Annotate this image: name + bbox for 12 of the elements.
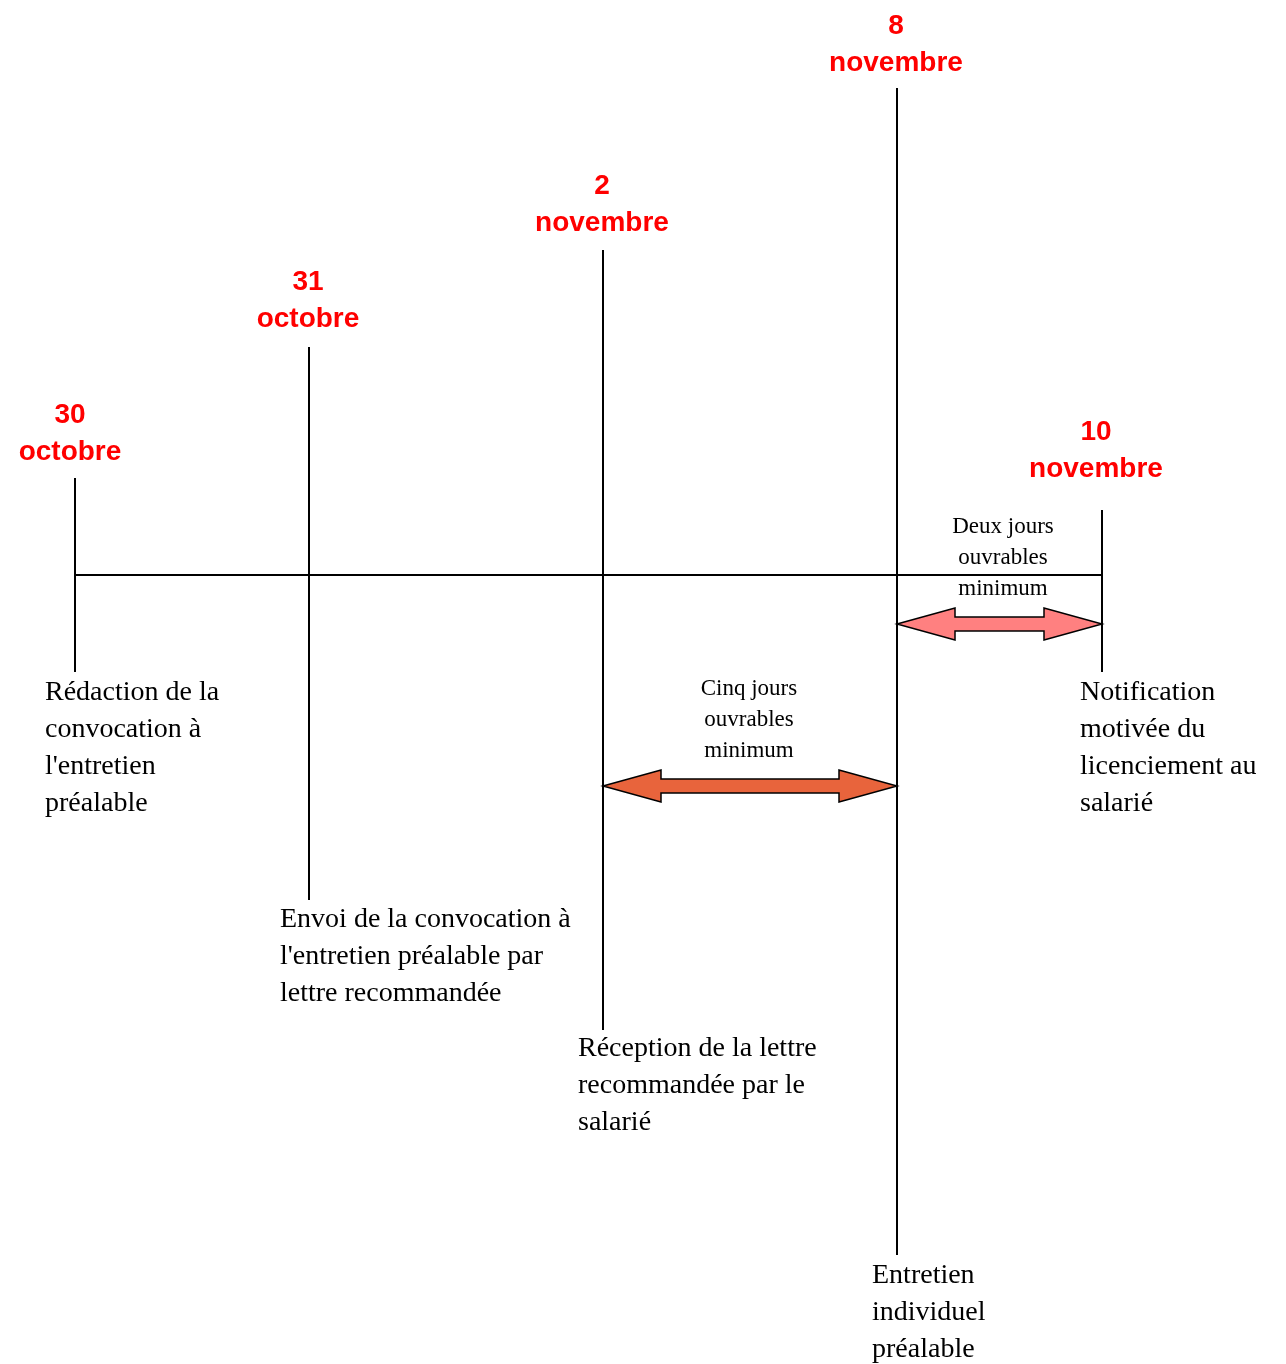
- event-description: Réception de la lettre recommandée par le salarié: [578, 1030, 818, 1138]
- event-description: Notification motivée du licenciement au salarié: [1080, 674, 1258, 819]
- date-label: 10 novembre: [1028, 414, 1164, 485]
- date-label: 30 octobre: [17, 397, 123, 468]
- duration-label: Cinq jours ouvrables minimum: [699, 674, 799, 764]
- duration-label: Deux jours ouvrables minimum: [951, 512, 1055, 602]
- event-description: Envoi de la convocation à l'entretien préalable par lettre recommandée: [280, 901, 572, 1009]
- event-description: Rédaction de la convocation à l'entretien préalable: [45, 674, 221, 819]
- date-label: 2 novembre: [534, 168, 670, 239]
- event-description: Entretien individuel préalable: [872, 1257, 987, 1364]
- date-label: 8 novembre: [828, 8, 964, 79]
- date-label: 31 octobre: [255, 264, 361, 335]
